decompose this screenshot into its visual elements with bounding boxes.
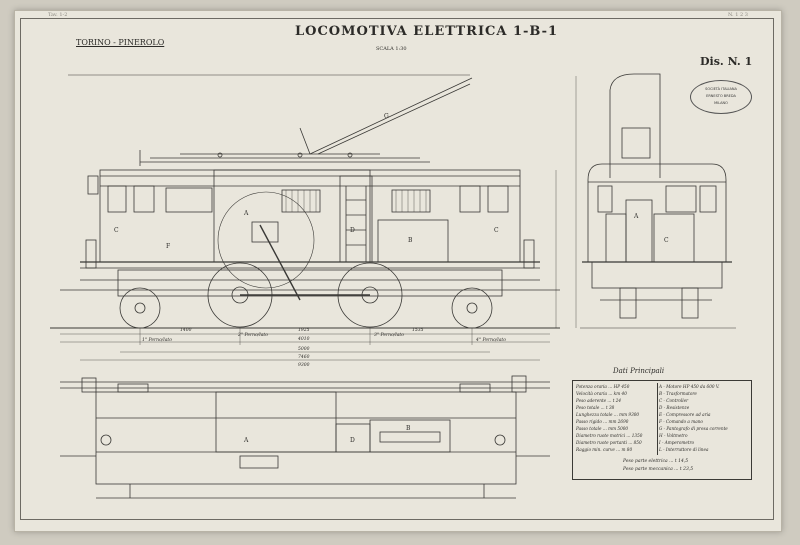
table-row-left: Diametro ruote portanti ... 850 xyxy=(576,440,642,445)
running-gear xyxy=(60,269,560,297)
table-row-right: A - Motore HP 450 da 600 V. xyxy=(659,384,720,389)
dim-value-5: 5000 xyxy=(298,346,310,352)
table-row-left: Lunghezza totale ... mm 9300 xyxy=(576,412,640,417)
dim-value-2: 1925 xyxy=(298,327,310,333)
end-label-a: A xyxy=(633,213,639,220)
corner-mark-left: Tav. 1-2 xyxy=(48,12,68,18)
table-separator xyxy=(657,383,658,455)
dim-value-6: 7460 xyxy=(298,354,310,360)
table-row-left: Passo totale ... mm 5000 xyxy=(576,426,629,431)
stamp-line-1: SOCIETÀ ITALIANA xyxy=(705,87,737,91)
wheel-trailing xyxy=(451,287,493,329)
table-row-right: L - Interruttore di linea xyxy=(659,447,709,452)
corner-mark-right: N. 1 2 3 xyxy=(728,12,748,18)
plan-label-a: A xyxy=(243,437,249,444)
table-row-left: Peso totale ... t 38 xyxy=(576,405,615,410)
end-label-c: C xyxy=(664,237,669,244)
dimension-lines xyxy=(60,170,557,361)
table-footer-1: Peso parte elettrica ... t 14,5 xyxy=(623,459,689,464)
table-row-right: H - Voltmetro xyxy=(659,433,688,438)
dim-value-4: 4010 xyxy=(297,336,310,342)
table-row-left: Peso aderente ... t 24 xyxy=(576,398,622,403)
table-row-right: B - Trasformatore xyxy=(659,391,697,396)
table-heading: Dati Principali xyxy=(613,367,665,375)
table-footer-2: Peso parte meccanica ... t 23,5 xyxy=(623,467,694,472)
dim-pivot-2: 2° Perno/lato xyxy=(237,332,268,338)
sheet-number: Dis. N. 1 xyxy=(700,55,753,68)
part-label-c: C xyxy=(114,227,119,234)
table-row-right: C - Controller xyxy=(659,398,689,403)
part-label-b: B xyxy=(408,237,413,244)
part-label-a: A xyxy=(243,210,249,217)
company-stamp: SOCIETÀ ITALIANA ERNESTO BREDA MILANO xyxy=(690,80,752,114)
wheel-leading xyxy=(119,287,161,329)
table-row-right: F - Comando a mano xyxy=(659,419,703,424)
dim-value-1: 1400 xyxy=(180,327,192,333)
dim-pivot-1: 1° Perno/lato xyxy=(142,337,172,343)
part-label-g: G xyxy=(384,113,389,120)
dim-pivot-4: 4° Perno/lato xyxy=(475,337,506,343)
table-row-left: Velocità oraria ... km 40 xyxy=(576,391,627,396)
locomotive-body xyxy=(80,169,540,301)
dim-value-3: 1535 xyxy=(412,327,424,333)
dim-value-7: 9300 xyxy=(298,362,310,368)
table-row-left: Passo rigido ... mm 2690 xyxy=(576,419,629,424)
pantograph xyxy=(139,77,473,166)
stamp-line-3: MILANO xyxy=(714,101,728,105)
route-label: TORINO - PINEROLO xyxy=(76,38,165,47)
part-label-f: F xyxy=(166,243,170,250)
drawing-scale: SCALA 1:30 xyxy=(376,46,407,52)
dim-pivot-3: 3° Perno/lato xyxy=(374,332,404,338)
stamp-line-2: ERNESTO BREDA xyxy=(706,94,736,98)
table-row-right: I - Amperometro xyxy=(659,440,695,445)
plan-label-b: B xyxy=(406,425,411,432)
table-row-right: E - Compressore ad aria xyxy=(659,412,711,417)
main-data-table: Dati Principali Potenza oraria ... HP 45… xyxy=(572,367,752,480)
part-label-c2: C xyxy=(494,227,499,234)
table-row-left: Potenza oraria ... HP 450 xyxy=(576,384,630,389)
table-row-right: D - Resistenze xyxy=(659,405,690,410)
table-row-left: Raggio min. curve ... m 80 xyxy=(576,447,633,452)
drawing-frame xyxy=(20,18,774,520)
table-row-right: G - Pantografo di presa corrente xyxy=(659,426,728,431)
drawing-title: LOCOMOTIVA ELETTRICA 1-B-1 xyxy=(295,24,559,39)
drawing-sheet xyxy=(14,10,782,532)
table-row-left: Diametro ruote motrici ... 1350 xyxy=(576,433,643,438)
plan-view xyxy=(60,375,550,499)
plan-label-d: D xyxy=(350,437,355,444)
end-elevation xyxy=(575,73,736,329)
part-label-d: D xyxy=(350,227,355,234)
